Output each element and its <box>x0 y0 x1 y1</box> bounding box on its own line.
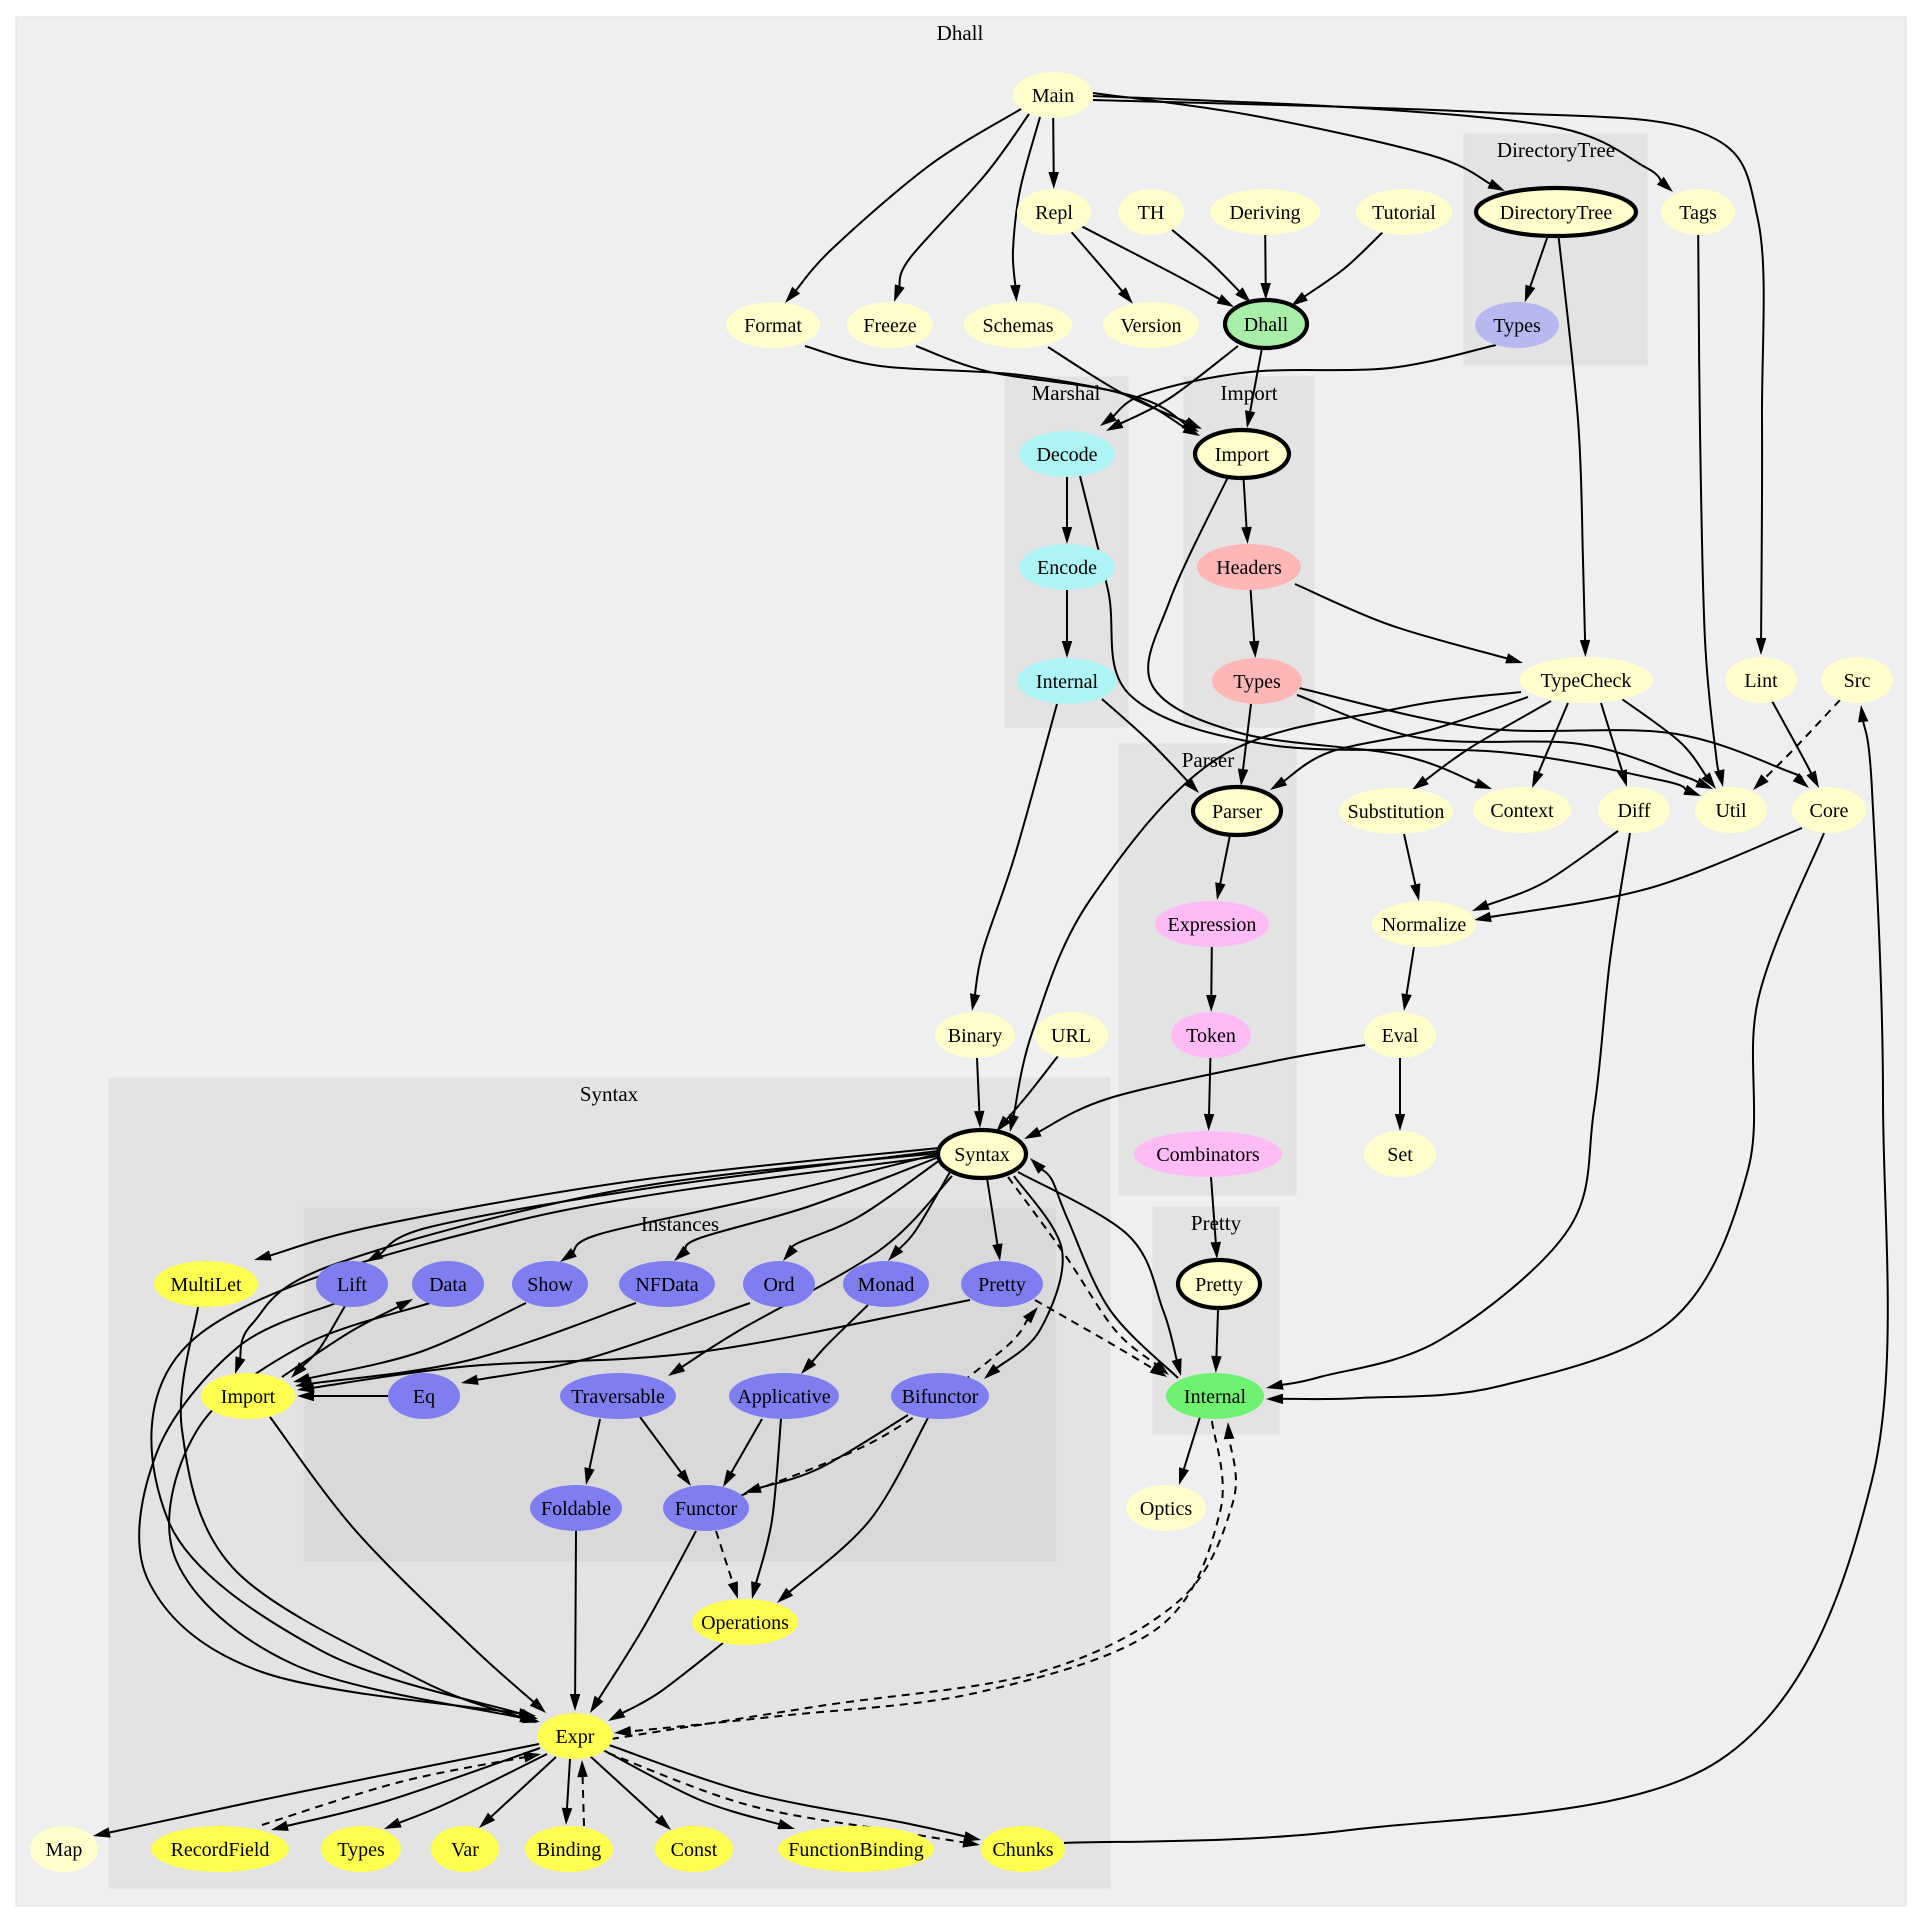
svg-text:Operations: Operations <box>701 1612 789 1634</box>
svg-text:Expr: Expr <box>556 1726 595 1748</box>
svg-text:Substitution: Substitution <box>1348 801 1445 823</box>
svg-text:Core: Core <box>1810 800 1849 822</box>
svg-text:Binding: Binding <box>537 1839 601 1861</box>
svg-text:Syntax: Syntax <box>580 1082 639 1106</box>
svg-text:Syntax: Syntax <box>954 1144 1010 1166</box>
svg-text:Const: Const <box>671 1839 718 1861</box>
svg-text:Set: Set <box>1387 1144 1413 1166</box>
svg-text:Internal: Internal <box>1036 671 1099 693</box>
svg-text:Schemas: Schemas <box>982 315 1053 337</box>
svg-text:Optics: Optics <box>1140 1498 1192 1520</box>
svg-text:Bifunctor: Bifunctor <box>902 1386 979 1408</box>
svg-text:Eq: Eq <box>413 1386 435 1408</box>
svg-text:Freeze: Freeze <box>863 315 916 337</box>
svg-text:NFData: NFData <box>635 1274 698 1296</box>
svg-text:Context: Context <box>1490 800 1554 822</box>
svg-text:DirectoryTree: DirectoryTree <box>1497 138 1615 162</box>
svg-text:MultiLet: MultiLet <box>170 1274 242 1296</box>
svg-text:Foldable: Foldable <box>541 1498 611 1520</box>
svg-text:Lift: Lift <box>337 1274 367 1296</box>
svg-text:Eval: Eval <box>1382 1025 1419 1047</box>
svg-text:DirectoryTree: DirectoryTree <box>1500 202 1613 224</box>
svg-text:Parser: Parser <box>1212 801 1262 823</box>
svg-text:Normalize: Normalize <box>1382 914 1467 936</box>
svg-text:Main: Main <box>1032 85 1074 107</box>
svg-text:Applicative: Applicative <box>737 1386 830 1408</box>
svg-text:URL: URL <box>1051 1025 1091 1047</box>
svg-text:TH: TH <box>1138 202 1165 224</box>
svg-text:FunctionBinding: FunctionBinding <box>788 1839 924 1861</box>
svg-text:Tags: Tags <box>1679 202 1717 224</box>
svg-text:Deriving: Deriving <box>1229 202 1300 224</box>
svg-text:Import: Import <box>221 1386 276 1408</box>
svg-text:Types: Types <box>1493 315 1541 337</box>
svg-text:Dhall: Dhall <box>1244 314 1289 336</box>
svg-text:Repl: Repl <box>1035 202 1073 224</box>
svg-text:Pretty: Pretty <box>978 1274 1026 1296</box>
svg-text:Binary: Binary <box>948 1025 1002 1047</box>
svg-text:Traversable: Traversable <box>571 1386 665 1408</box>
svg-text:Map: Map <box>46 1839 83 1861</box>
svg-text:Src: Src <box>1844 670 1871 692</box>
svg-text:Pretty: Pretty <box>1191 1211 1242 1235</box>
svg-text:Types: Types <box>337 1839 385 1861</box>
svg-text:Chunks: Chunks <box>992 1839 1053 1861</box>
svg-text:Ord: Ord <box>763 1274 794 1296</box>
svg-text:Monad: Monad <box>858 1274 915 1296</box>
svg-text:Show: Show <box>527 1274 573 1296</box>
svg-text:Headers: Headers <box>1216 557 1282 579</box>
svg-text:Types: Types <box>1233 671 1281 693</box>
svg-text:Import: Import <box>1215 444 1270 466</box>
svg-text:Version: Version <box>1120 315 1181 337</box>
svg-text:Parser: Parser <box>1182 748 1234 772</box>
svg-text:Pretty: Pretty <box>1195 1274 1243 1296</box>
svg-text:Tutorial: Tutorial <box>1372 202 1436 224</box>
svg-text:Import: Import <box>1220 381 1277 405</box>
svg-text:Dhall: Dhall <box>937 21 984 45</box>
svg-text:Encode: Encode <box>1037 557 1097 579</box>
svg-text:TypeCheck: TypeCheck <box>1541 670 1632 692</box>
svg-text:Internal: Internal <box>1184 1386 1247 1408</box>
svg-text:Lint: Lint <box>1744 670 1778 692</box>
svg-text:Expression: Expression <box>1168 914 1257 936</box>
svg-text:Marshal: Marshal <box>1032 381 1101 405</box>
svg-text:Decode: Decode <box>1036 444 1097 466</box>
svg-text:Data: Data <box>429 1274 467 1296</box>
svg-text:Token: Token <box>1186 1025 1236 1047</box>
svg-text:Var: Var <box>451 1839 479 1861</box>
svg-text:RecordField: RecordField <box>171 1839 270 1861</box>
svg-text:Util: Util <box>1715 800 1747 822</box>
svg-text:Format: Format <box>744 315 802 337</box>
svg-text:Functor: Functor <box>675 1498 738 1520</box>
svg-text:Combinators: Combinators <box>1156 1144 1260 1166</box>
svg-text:Diff: Diff <box>1618 800 1651 822</box>
